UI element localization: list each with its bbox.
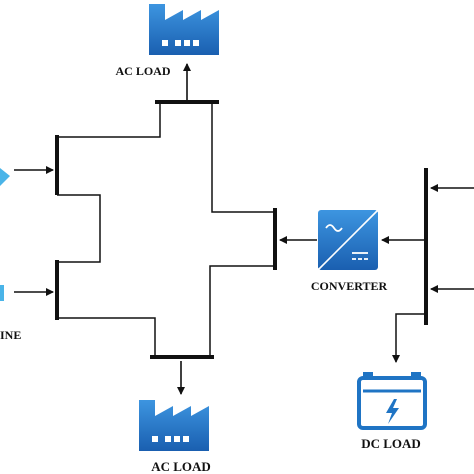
- ac-load-top-label: AC LOAD: [115, 64, 170, 78]
- factory-icon: [139, 400, 209, 451]
- ac-network-lines: [57, 102, 275, 357]
- left-source-label: INE: [0, 328, 21, 342]
- ac-load-bottom-label: AC LOAD: [151, 459, 211, 474]
- factory-icon: [149, 4, 219, 55]
- wind-turbine-icon: [0, 285, 4, 301]
- dc-load-arrow: [392, 313, 426, 363]
- ac-dc-converter-icon: [317, 209, 379, 271]
- converter-label: CONVERTER: [311, 279, 388, 293]
- wind-turbine-icon: [0, 168, 10, 186]
- dc-load-label: DC LOAD: [361, 436, 421, 451]
- battery-icon: [357, 372, 427, 430]
